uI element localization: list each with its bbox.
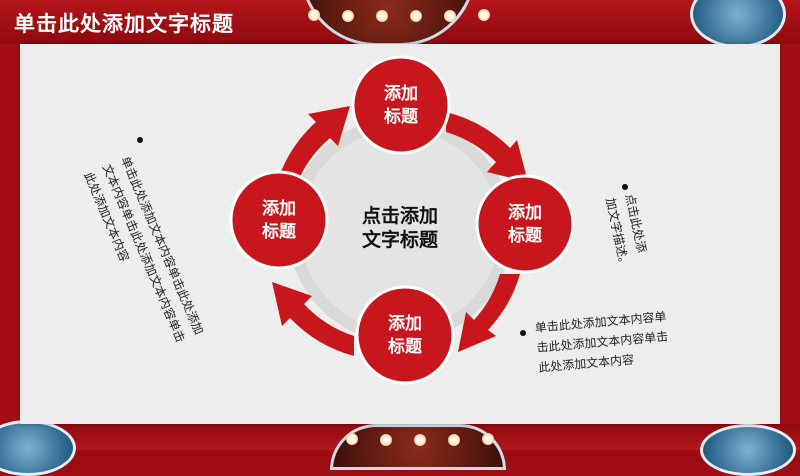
light-bulb [308,9,320,21]
arrow-left-to-top [276,106,350,186]
light-bulb [376,10,388,22]
node-label: 添加 [262,198,296,219]
center-title[interactable]: 文字标题 [362,228,438,251]
node-label: 添加 [508,202,542,223]
light-bulb [380,434,392,446]
node-label: 添加 [384,83,418,104]
light-bulb [410,10,422,22]
node-label: 添加 [388,313,422,334]
bullet-dot [520,330,526,336]
node-label: 标题 [508,225,543,246]
slide-title[interactable]: 单击此处添加文字标题 [14,12,234,36]
cycle-diagram: 添加 标题 添加 标题 添加 标题 添加 标题 点击添加 文字标题 [229,55,575,385]
node-bottom[interactable]: 添加 标题 [355,285,455,385]
bullet-dot [137,137,143,143]
light-bulb [482,433,494,445]
node-label: 标题 [262,221,297,242]
node-label: 标题 [388,336,423,357]
cycle-arrows [272,106,528,356]
arrow-bottom-to-left [272,282,354,356]
light-bulb [448,434,460,446]
light-bulb [346,433,358,445]
node-label: 标题 [384,106,419,127]
light-bulb [478,9,490,21]
light-bulb [444,10,456,22]
bullet-dot [622,184,628,190]
arrow-right-to-bottom [458,274,520,352]
arrow-top-to-right [446,112,528,182]
center-disc-inner [300,130,500,330]
light-bulb [414,434,426,446]
light-bulb [342,10,354,22]
center-title[interactable]: 点击添加 [362,204,438,227]
node-right[interactable]: 添加 标题 [475,174,575,274]
node-top[interactable]: 添加 标题 [351,55,451,155]
node-left[interactable]: 添加 标题 [229,170,329,270]
